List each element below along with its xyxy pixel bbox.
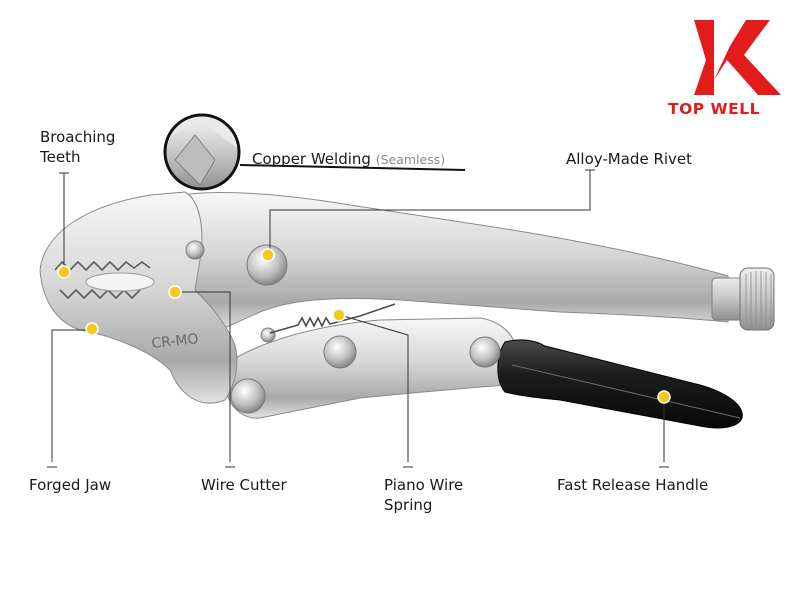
rivets [185,240,501,414]
release-grip [497,339,743,429]
label-fast-release-handle: Fast Release Handle [557,476,709,494]
label-forged-jaw: Forged Jaw [29,476,112,494]
leader-lines [47,169,669,468]
marker-broaching-teeth [57,265,71,279]
piano-wire-spring-text: Piano Wire Spring [384,476,464,514]
knurl-texture [745,271,772,327]
marker-release-handle [657,390,671,404]
label-piano-wire-spring: Piano Wire Spring [384,475,494,515]
piano-wire-spring [269,303,396,334]
marker-alloy-rivet [261,248,275,262]
upper-handle [174,192,729,331]
jaw-marking: CR-MO [151,331,200,352]
adjustment-screw [711,267,775,331]
label-copper-welding: Copper Welding (Seamless) [252,149,445,170]
marker-forged-jaw [85,322,99,336]
broaching-teeth-text: Broaching Teeth [40,128,116,166]
brand-name: TOP WELL [668,100,760,118]
copper-welding-note: (Seamless) [375,152,446,167]
marker-wire-cutter [168,285,182,299]
markers [57,248,671,404]
label-alloy-rivet: Alloy-Made Rivet [566,150,693,168]
marker-spring [332,308,346,322]
brand-logo [694,20,781,95]
label-wire-cutter: Wire Cutter [201,476,287,494]
copper-welding-text: Copper Welding [252,150,371,168]
magnifier-inset [163,113,466,191]
label-broaching-teeth: Broaching Teeth [40,127,150,167]
